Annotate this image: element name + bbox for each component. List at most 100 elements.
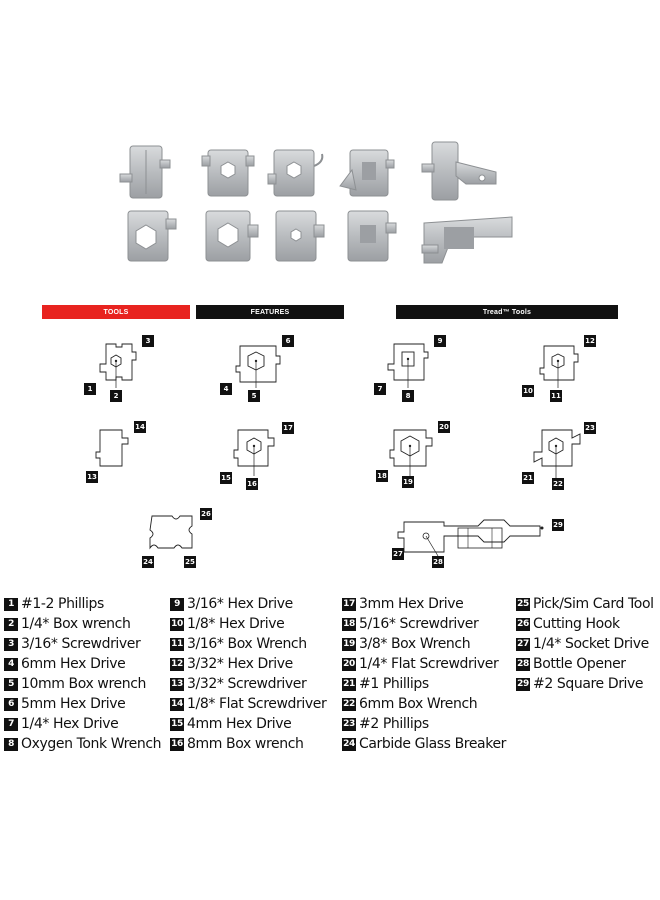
diagram-badge: 17: [282, 422, 294, 434]
legend-label: 5/16* Screwdriver: [359, 616, 479, 632]
diagram-badge: 2: [110, 390, 122, 402]
diagram-badge: 11: [550, 390, 562, 402]
tool-diagram: [389, 428, 440, 476]
legend-label: #1 Phillips: [359, 676, 429, 692]
diagram-badge: 4: [220, 383, 232, 395]
diagram-badge: 7: [374, 383, 386, 395]
legend-number-badge: 18: [342, 617, 356, 631]
diagram-badge: 22: [552, 478, 564, 490]
legend-number-badge: 17: [342, 597, 356, 611]
diagram-badge: 29: [552, 519, 564, 531]
diagram-badge: 8: [402, 390, 414, 402]
legend-label: Oxygen Tonk Wrench: [21, 736, 162, 752]
legend-label: 8mm Box wrench: [187, 736, 304, 752]
legend-label: 1/8* Flat Screwdriver: [187, 696, 327, 712]
legend-number-badge: 15: [170, 717, 184, 731]
diagram-badge: 16: [246, 478, 258, 490]
tool-links-photo-row-2: [100, 205, 540, 267]
legend-number-badge: 16: [170, 737, 184, 751]
tool-diagram: [539, 342, 590, 388]
diagram-badge: 20: [438, 421, 450, 433]
legend-label: 3/32* Hex Drive: [187, 656, 293, 672]
legend-label: 5mm Hex Drive: [21, 696, 126, 712]
legend-label: 6mm Box Wrench: [359, 696, 478, 712]
legend-label: 3/16* Hex Drive: [187, 596, 293, 612]
legend-number-badge: 21: [342, 677, 356, 691]
legend-number-badge: 23: [342, 717, 356, 731]
legend-number-badge: 22: [342, 697, 356, 711]
diagram-badge: 13: [86, 471, 98, 483]
legend-number-badge: 25: [516, 597, 530, 611]
diagram-badge: 9: [434, 335, 446, 347]
legend-number-badge: 27: [516, 637, 530, 651]
legend-label: 1/4* Box wrench: [21, 616, 131, 632]
legend-number-badge: 14: [170, 697, 184, 711]
legend-label: 10mm Box wrench: [21, 676, 146, 692]
diagram-badge: 3: [142, 335, 154, 347]
legend-number-badge: 1: [4, 597, 18, 611]
legend-label: 3/16* Box Wrench: [187, 636, 307, 652]
legend-number-badge: 12: [170, 657, 184, 671]
diagram-badge: 10: [522, 385, 534, 397]
tool-link-photo: [421, 141, 497, 201]
diagram-badge: 21: [522, 472, 534, 484]
tool-diagram: [99, 340, 150, 388]
legend-number-badge: 13: [170, 677, 184, 691]
legend-number-badge: 29: [516, 677, 530, 691]
tool-link-photo: [201, 149, 255, 197]
tool-diagram: [95, 428, 136, 468]
legend-label: Carbide Glass Breaker: [359, 736, 507, 752]
legend-label: 3/32* Screwdriver: [187, 676, 307, 692]
legend-number-badge: 8: [4, 737, 18, 751]
tool-link-photo: [339, 149, 395, 197]
legend-label: 3mm Hex Drive: [359, 596, 464, 612]
diagram-badge: 23: [584, 422, 596, 434]
legend-number-badge: 26: [516, 617, 530, 631]
diagram-badge: 5: [248, 390, 260, 402]
legend-item: 21#1 Phillips: [342, 674, 506, 694]
legend-number-badge: 10: [170, 617, 184, 631]
tread-tools-header: Tread™ Tools: [396, 305, 618, 319]
legend-number-badge: 7: [4, 717, 18, 731]
tool-link-photo: [127, 210, 177, 262]
legend-item: 1#1-2 Phillips: [4, 594, 161, 614]
legend-number-badge: 6: [4, 697, 18, 711]
legend-number-badge: 3: [4, 637, 18, 651]
legend-number-badge: 20: [342, 657, 356, 671]
legend-number-badge: 9: [170, 597, 184, 611]
diagram-badge: 26: [200, 508, 212, 520]
legend-item: 23#2 Phillips: [342, 714, 506, 734]
diagram-badge: 15: [220, 472, 232, 484]
diagram-badge: 24: [142, 556, 154, 568]
legend-number-badge: 11: [170, 637, 184, 651]
diagram-badge: 19: [402, 476, 414, 488]
legend-label: #1-2 Phillips: [21, 596, 104, 612]
tool-diagram: [397, 514, 558, 564]
tool-diagram: [533, 428, 589, 478]
tool-link-photo: [347, 210, 397, 262]
legend-label: 1/4* Hex Drive: [21, 716, 119, 732]
legend-label: 1/4* Socket Drive: [533, 636, 649, 652]
legend-number-badge: 19: [342, 637, 356, 651]
tool-link-photo: [421, 216, 513, 264]
diagram-badge: 14: [134, 421, 146, 433]
